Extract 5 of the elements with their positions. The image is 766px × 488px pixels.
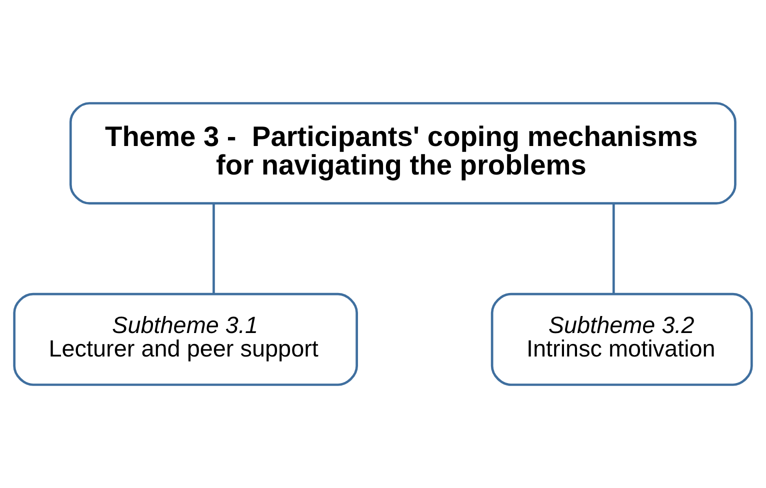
node-box: Theme 3 - Participants' coping mechanisms for navigating the problems <box>69 102 736 205</box>
node-box: Subtheme 3.2 Intrinsc motivation <box>490 292 753 386</box>
connector <box>612 204 615 294</box>
node-box: Subtheme 3.1 Lecturer and peer support <box>13 292 358 386</box>
connector <box>212 204 215 294</box>
